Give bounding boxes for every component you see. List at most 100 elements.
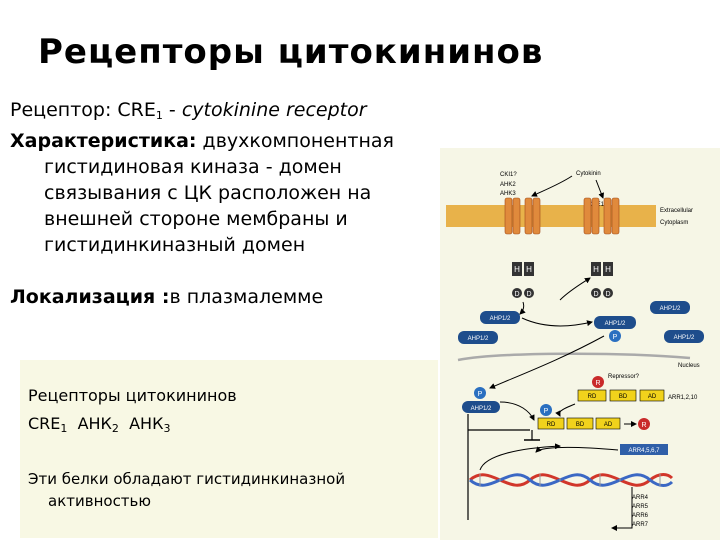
receptor-subscript: 1	[155, 109, 163, 122]
arr-type-a-protein	[620, 444, 668, 455]
rd-label: RD	[588, 394, 597, 400]
ahp-label: AHP1/2	[490, 316, 511, 322]
receptor-item-sub: 2	[111, 422, 119, 435]
expression-arrow	[611, 487, 633, 531]
rd-label: RD	[547, 422, 556, 428]
receptor-helix	[524, 197, 533, 235]
slide-title: Рецепторы цитокининов	[38, 32, 544, 72]
cytokinin-label: Cytokinin	[576, 171, 601, 177]
ad-label: AD	[604, 422, 613, 428]
receptor-item: АНК	[77, 414, 112, 433]
localization-label: Локализация :	[10, 286, 170, 308]
characteristic-line: гистидинкиназный домен	[44, 234, 306, 256]
bd-label: BD	[576, 422, 585, 428]
receptor-name: cytokinine receptor	[175, 99, 367, 121]
arr-gene-label: ARR4	[632, 495, 649, 501]
nuclear-import-arrow	[489, 335, 605, 389]
arr4-5-6-7-label: ARR4,5,6,7	[628, 448, 660, 454]
receptor-helix	[512, 197, 521, 235]
cytoplasm-label: Cytoplasm	[660, 220, 688, 226]
receptor-item: АНК	[129, 414, 164, 433]
transcription-arrow	[479, 443, 561, 471]
phosphate-marker	[609, 330, 621, 342]
ahk2-label: AHK2	[500, 182, 516, 188]
arr-gene-label: ARR7	[632, 522, 649, 528]
receptor-helix	[611, 197, 620, 235]
activation-arrow	[555, 403, 576, 417]
aspartate-domain	[512, 288, 522, 298]
d-label: D	[526, 291, 531, 298]
characteristic-line: связывания с ЦК расположен на	[44, 182, 372, 204]
dna-base-pairs	[479, 474, 661, 486]
info-box	[20, 360, 438, 538]
ahp-label: AHP1/2	[471, 406, 492, 412]
phosphotransfer-arrow	[559, 277, 591, 301]
arr1-2-10-label: ARR1,2,10	[668, 395, 698, 401]
receptor-dash: -	[162, 99, 176, 121]
p-label: P	[544, 408, 549, 415]
characteristic-line: внешней стороне мембраны и	[44, 208, 348, 230]
cytokinin-arrow	[595, 179, 604, 199]
receptor-helix	[504, 197, 513, 235]
receptor-label: Рецептор:	[10, 99, 112, 121]
receptor-code: CRE	[117, 99, 156, 121]
ahp-protein	[462, 401, 500, 413]
receptor-helix	[591, 197, 600, 235]
localization-value: в плазмалемме	[169, 286, 324, 308]
aspartate-domain	[524, 288, 534, 298]
bd-label: BD	[619, 394, 628, 400]
histidine-domain	[512, 262, 522, 276]
characteristic-line: двухкомпонентная	[196, 130, 394, 152]
receptor-helix	[603, 197, 612, 235]
h-label: H	[514, 265, 520, 274]
r-label: R	[595, 380, 600, 387]
characteristic-line: гистидиновая киназа - домен	[44, 156, 342, 178]
plasma-membrane	[446, 205, 656, 227]
ad-domain	[595, 417, 621, 430]
ahp-protein	[594, 316, 636, 329]
h-label: H	[593, 265, 599, 274]
ahp-protein	[480, 311, 520, 324]
receptor-line: Рецептор: CRE1 - cytokinine receptor	[10, 97, 367, 129]
characteristic-block: Характеристика: двухкомпонентная гистиди…	[10, 128, 394, 258]
phosphate-marker	[474, 387, 486, 399]
receptor-item: CRE	[28, 414, 61, 433]
cki1-label: CKI1?	[500, 172, 517, 178]
d-label: D	[593, 291, 598, 298]
repressor-marker	[592, 376, 604, 388]
ahp-label: AHP1/2	[674, 335, 695, 341]
arr-gene-label: ARR5	[632, 504, 649, 510]
rd-domain	[537, 417, 565, 430]
ahp-label: AHP1/2	[468, 336, 489, 342]
cytokinin-arrow	[531, 175, 573, 197]
localization-line: Локализация :в плазмалемме	[10, 284, 323, 310]
repressor-marker	[638, 418, 650, 430]
bd-domain	[566, 417, 594, 430]
phosphotransfer-arrow	[499, 401, 535, 421]
phosphotransfer-arrow	[521, 317, 593, 327]
ad-label: AD	[648, 394, 657, 400]
activity-note: Эти белки обладают гистидинкиназной	[28, 470, 346, 488]
repressor-label: Repressor?	[608, 374, 640, 380]
ahp-label: AHP1/2	[660, 306, 681, 312]
r-label: R	[641, 422, 646, 429]
histidine-domain	[524, 262, 534, 276]
activity-note: активностью	[48, 492, 152, 510]
receptor-item-sub: 3	[163, 422, 171, 435]
negative-feedback-line	[467, 414, 530, 520]
dna-strand	[468, 473, 674, 487]
histidine-domain	[603, 262, 613, 276]
receptor-list: CRE1 АНК2 АНК3	[28, 414, 170, 435]
h-label: H	[526, 265, 532, 274]
cytokinin-pathway-diagram: Extracellular Cytoplasm CKI1? AHK2 AHK3 …	[446, 171, 704, 531]
extracellular-label: Extracellular	[660, 208, 693, 214]
receptor-helix	[583, 197, 592, 235]
phosphate-marker	[540, 404, 552, 416]
bd-domain	[609, 389, 637, 402]
ahp-label: AHP1/2	[605, 321, 626, 327]
histidine-domain	[591, 262, 601, 276]
nucleus-label: Nucleus	[678, 363, 700, 369]
ahp-protein	[650, 301, 690, 314]
feedback-arrow	[535, 446, 619, 453]
